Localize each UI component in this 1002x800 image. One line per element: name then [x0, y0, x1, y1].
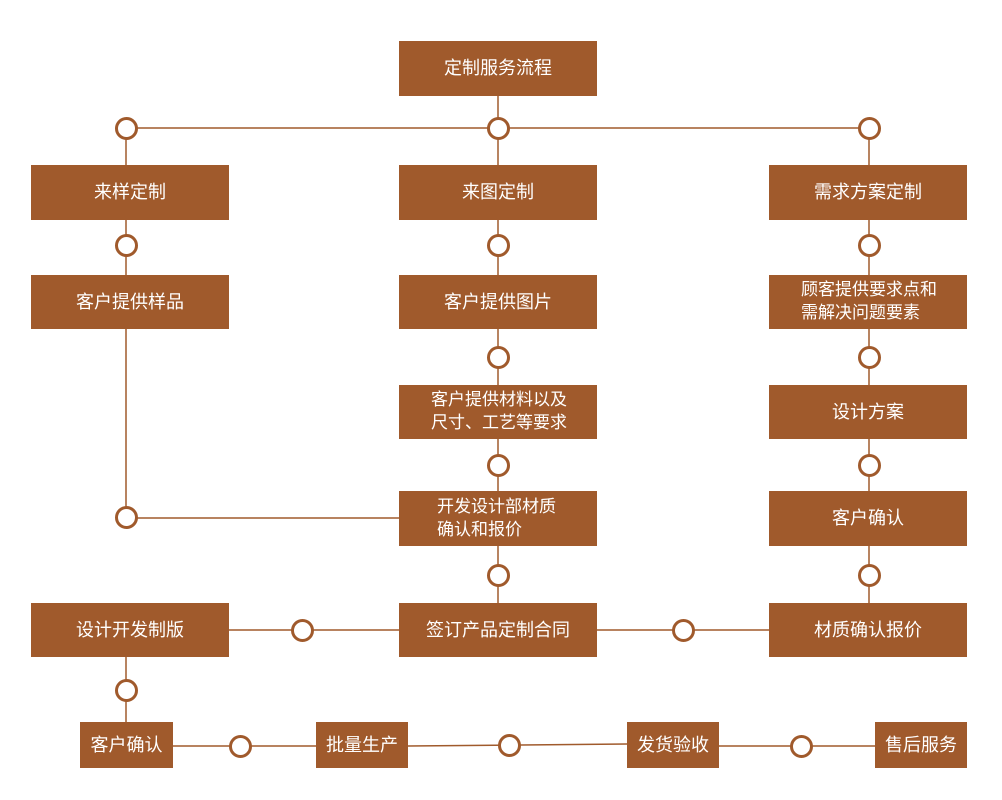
- junction-circle: [487, 346, 510, 369]
- node-final-confirm: 客户确认: [80, 722, 173, 768]
- node-root: 定制服务流程: [399, 41, 597, 96]
- node-plan-customization: 需求方案定制: [769, 165, 967, 220]
- junction-circle: [498, 734, 521, 757]
- node-image-dev-quote: 开发设计部材质 确认和报价: [399, 491, 597, 546]
- junction-circle: [487, 454, 510, 477]
- node-image-material: 客户提供材料以及 尺寸、工艺等要求: [399, 385, 597, 439]
- junction-circle: [487, 117, 510, 140]
- junction-circle: [115, 234, 138, 257]
- junction-circle: [487, 564, 510, 587]
- junction-circle: [858, 454, 881, 477]
- node-sample-provide: 客户提供样品: [31, 275, 229, 329]
- junction-circle: [858, 234, 881, 257]
- node-sample-customization: 来样定制: [31, 165, 229, 220]
- junction-circle: [790, 735, 813, 758]
- junction-circle: [115, 117, 138, 140]
- junction-circle: [115, 679, 138, 702]
- junction-circle: [487, 234, 510, 257]
- node-image-customization: 来图定制: [399, 165, 597, 220]
- node-contract: 签订产品定制合同: [399, 603, 597, 657]
- node-plan-design: 设计方案: [769, 385, 967, 439]
- junction-circle: [858, 564, 881, 587]
- junction-circle: [115, 506, 138, 529]
- junction-circle: [229, 735, 252, 758]
- node-after-sales: 售后服务: [875, 722, 967, 768]
- node-material-quote: 材质确认报价: [769, 603, 967, 657]
- node-shipping: 发货验收: [627, 722, 719, 768]
- node-mass-production: 批量生产: [316, 722, 408, 768]
- node-plan-provide: 顾客提供要求点和 需解决问题要素: [769, 275, 967, 329]
- node-image-provide: 客户提供图片: [399, 275, 597, 329]
- junction-circle: [291, 619, 314, 642]
- junction-circle: [672, 619, 695, 642]
- junction-circle: [858, 346, 881, 369]
- node-design-proof: 设计开发制版: [31, 603, 229, 657]
- junction-circle: [858, 117, 881, 140]
- node-plan-confirm: 客户确认: [769, 491, 967, 546]
